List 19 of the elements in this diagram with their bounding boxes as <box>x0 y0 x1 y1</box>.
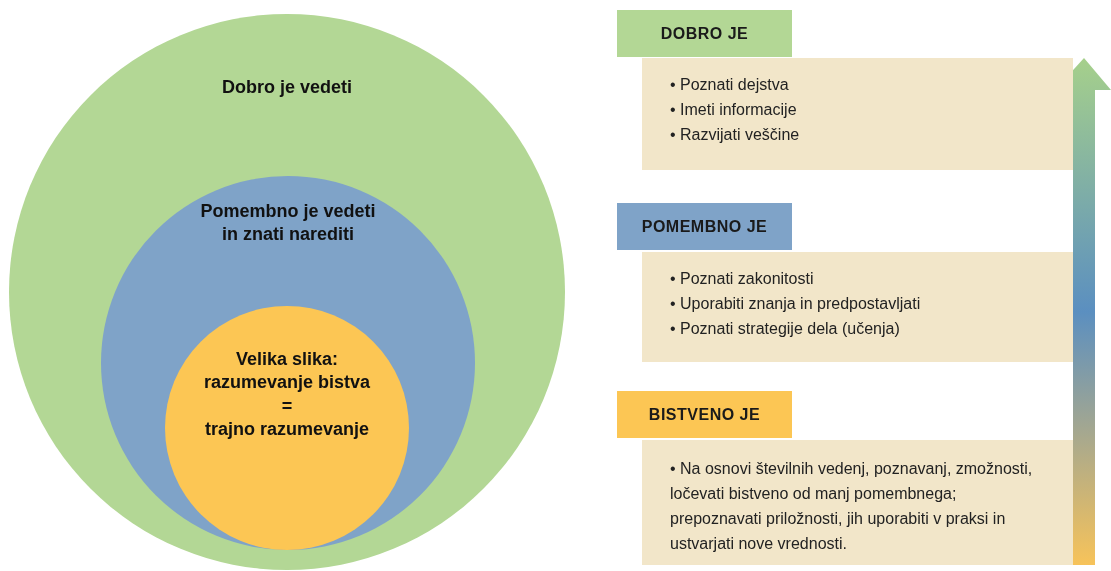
circle-label: Pomembno je vedeti in znati narediti <box>199 200 377 247</box>
list-panel <box>642 58 1073 170</box>
bullet-item: • Na osnovi številnih vedenj, poznavanj, zmožnosti, ločevati bistveno od manj pomembnega; prepoznavati priložnosti, jih uporabiti v praksi in ustvarjati nove vrednosti. <box>670 459 1034 554</box>
circle-label: razumevanje bistva <box>202 371 372 395</box>
bullet-item: • Poznati dejstva <box>670 75 790 95</box>
heading-tab: DOBRO JE <box>617 10 792 57</box>
bullet-item: • Imeti informacije <box>670 100 798 120</box>
list-panel <box>642 440 1073 565</box>
heading-tab: POMEMBNO JE <box>617 203 792 250</box>
circle-label: Velika slika: <box>234 348 340 371</box>
circle-label: trajno razumevanje <box>203 418 371 442</box>
bullet-item: • Poznati zakonitosti <box>670 269 815 289</box>
circle-label: Dobro je vedeti <box>221 76 353 99</box>
heading-tab: BISTVENO JE <box>617 391 792 438</box>
bullet-item: • Razvijati veščine <box>670 125 801 145</box>
list-panel <box>642 252 1073 362</box>
bullet-item: • Uporabiti znanja in predpostavljati <box>670 294 922 314</box>
circle-label: = <box>280 394 294 418</box>
bullet-item: • Poznati strategije dela (učenja) <box>670 319 901 339</box>
